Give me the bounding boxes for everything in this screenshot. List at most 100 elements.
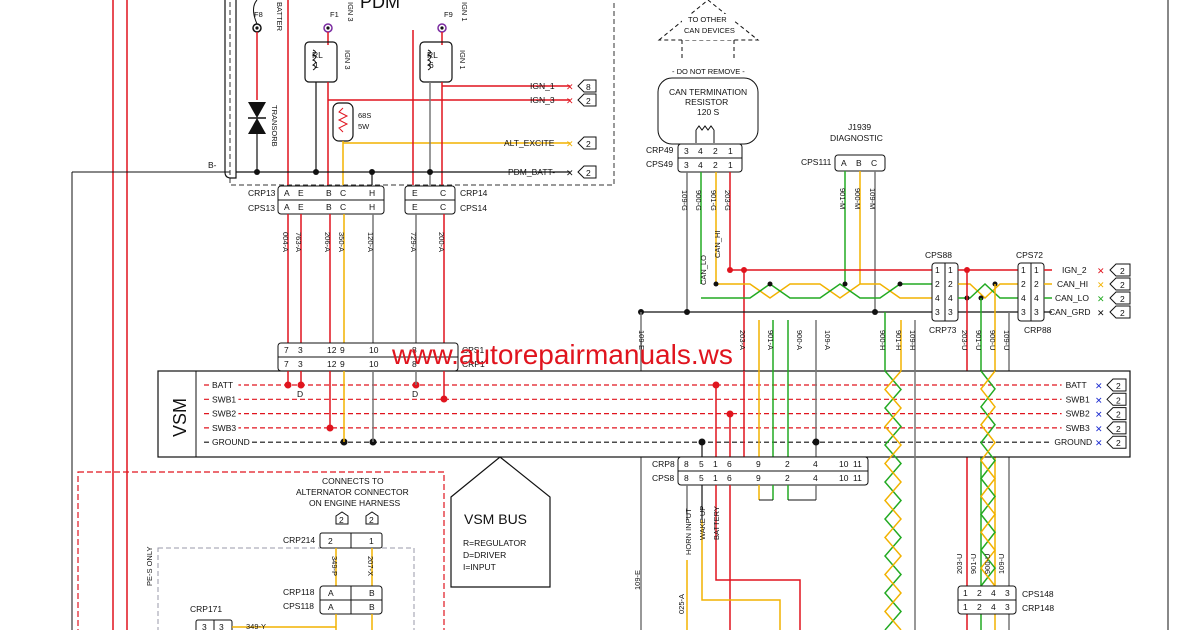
pin: A (841, 158, 847, 168)
pin: 3 (684, 146, 689, 156)
pin: 4 (991, 588, 996, 598)
pin: 3 (1005, 588, 1010, 598)
connector-cps88: CPS88 1 2 4 3 1 2 4 3 CRP73 (925, 250, 959, 335)
connector-crp14: E C E C CRP14 CPS14 (404, 185, 488, 215)
alt-ref-right: 2 (365, 511, 379, 525)
wire-label: 109-U (997, 554, 1006, 574)
wire-label: 900-M (853, 188, 862, 209)
pin: 3 (1034, 307, 1039, 317)
pin: 4 (948, 293, 953, 303)
connector-cps148: 1 2 4 3 1 2 4 3 CPS148 CRP148 (957, 585, 1054, 615)
function-battery: BATTERY (712, 506, 721, 540)
wire-label: 203-U (955, 554, 964, 574)
wire-label: 349-P (330, 556, 339, 576)
function-horn-input-v: HORN INPUT (684, 508, 693, 555)
resistor-68s: 68S 5W (332, 102, 371, 142)
fuse-f1: F1 IGN 3 (323, 2, 355, 33)
pdm-output-ign3-label: IGN_3 (530, 95, 555, 105)
x-mark: ✕ (566, 168, 574, 178)
driver-mark: D (412, 389, 418, 399)
x-mark: ✕ (1095, 395, 1103, 405)
can-hi-vertical: CAN_HI (713, 230, 722, 258)
bottom-wire-025a: 025-A (677, 594, 686, 614)
pdm-output-ign3-ref: 2 (586, 96, 591, 106)
ref: 2 (369, 515, 374, 525)
fuse-f9-desc: IGN 1 (460, 2, 469, 22)
pin: C (340, 188, 346, 198)
wire-label: 109-E (637, 330, 646, 350)
fuse-f9: F9 IGN 1 (437, 2, 469, 33)
vsm-line-label-left: SWB2 (212, 409, 236, 419)
wire-label: 729-A (409, 232, 418, 252)
crp148-label: CRP148 (1022, 603, 1054, 613)
crp214-label: CRP214 (283, 535, 315, 545)
x-mark: ✕ (1095, 381, 1103, 391)
cps72-label: CPS72 (1016, 250, 1043, 260)
pin: 1 (935, 265, 940, 275)
pin: A (328, 602, 334, 612)
pin: 8 (412, 345, 417, 355)
ref-tag-label: 2 (1120, 308, 1125, 318)
wire-label: 901-M (838, 188, 847, 209)
pin: 3 (1005, 602, 1010, 612)
ref-tag (1106, 407, 1127, 421)
crp88-label: CRP88 (1024, 325, 1052, 335)
vsm-line-label-right: SWB3 (1066, 423, 1090, 433)
can-termination-resistor: CAN TERMINATION RESISTOR 120 S (657, 77, 759, 145)
pin: 4 (1034, 293, 1039, 303)
ref-tag (1106, 421, 1127, 435)
ref-tag (1109, 305, 1131, 319)
vsm-line-label-right: BATT (1066, 380, 1087, 390)
wire-label: 109-U (1002, 330, 1011, 350)
fuse-f9-label: F9 (444, 10, 453, 19)
to-other-can-devices: TO OTHER CAN DEVICES (657, 0, 760, 60)
pin: 7 (284, 345, 289, 355)
pin: 4 (698, 146, 703, 156)
crp73-label: CRP73 (929, 325, 957, 335)
transorb: TRANSORB (248, 102, 279, 172)
alternator-inner-box (157, 547, 415, 635)
pin: 10 (839, 459, 849, 469)
function-wake-up: WAKE UP (698, 506, 707, 540)
pin: 2 (785, 459, 790, 469)
ref-tag (1109, 291, 1131, 305)
pin: 1 (1034, 265, 1039, 275)
ref-tag (1106, 378, 1127, 392)
ref-tag (1106, 435, 1127, 449)
cps14-label: CPS14 (460, 203, 487, 213)
vsm-bus-legend: VSM BUS R=REGULATOR D=DRIVER I=INPUT (450, 456, 551, 588)
wire-label: 350-A (337, 232, 346, 252)
ref-tag-label: 2 (1116, 424, 1121, 434)
pin: 1 (948, 265, 953, 275)
vsm-title: VSM (170, 398, 190, 437)
pdm-box (229, 0, 615, 186)
j1939-label-1: J1939 (848, 122, 871, 132)
pin: 8 (684, 459, 689, 469)
pdm-output-pdm-batt: PDM_BATT- ✕ 2 (508, 165, 597, 179)
pin: 1 (1021, 265, 1026, 275)
can-out-ign2: IGN_2 (1062, 265, 1087, 275)
cps111-label: CPS111 (801, 157, 832, 167)
fuse-f1-desc: IGN 3 (346, 2, 355, 22)
wire-label: 900-A (795, 330, 804, 350)
crp118-label: CRP118 (283, 587, 315, 597)
vsm-line-label-right: SWB1 (1066, 394, 1090, 404)
relay-rl1: RL 1 IGN 3 (304, 41, 352, 83)
wire-label: 901-U (969, 554, 978, 574)
alt-note-1: CONNECTS TO (322, 476, 384, 486)
pdm-output-ign1-ref: 8 (586, 82, 591, 92)
pin: B (369, 588, 375, 598)
pin: 2 (713, 146, 718, 156)
pin: 3 (219, 622, 224, 630)
wire-label: 900-U (988, 330, 997, 350)
pin: C (871, 158, 877, 168)
alt-note-2: ALTERNATOR CONNECTOR (296, 487, 409, 497)
vsm-line-label-left: SWB1 (212, 394, 236, 404)
cps13-label: CPS13 (248, 203, 275, 213)
relay-rl6: RL 6 IGN 1 (419, 41, 467, 83)
can-term-line-2: RESISTOR (685, 97, 728, 107)
x-mark: ✕ (1097, 280, 1105, 290)
pin: 8 (412, 359, 417, 369)
